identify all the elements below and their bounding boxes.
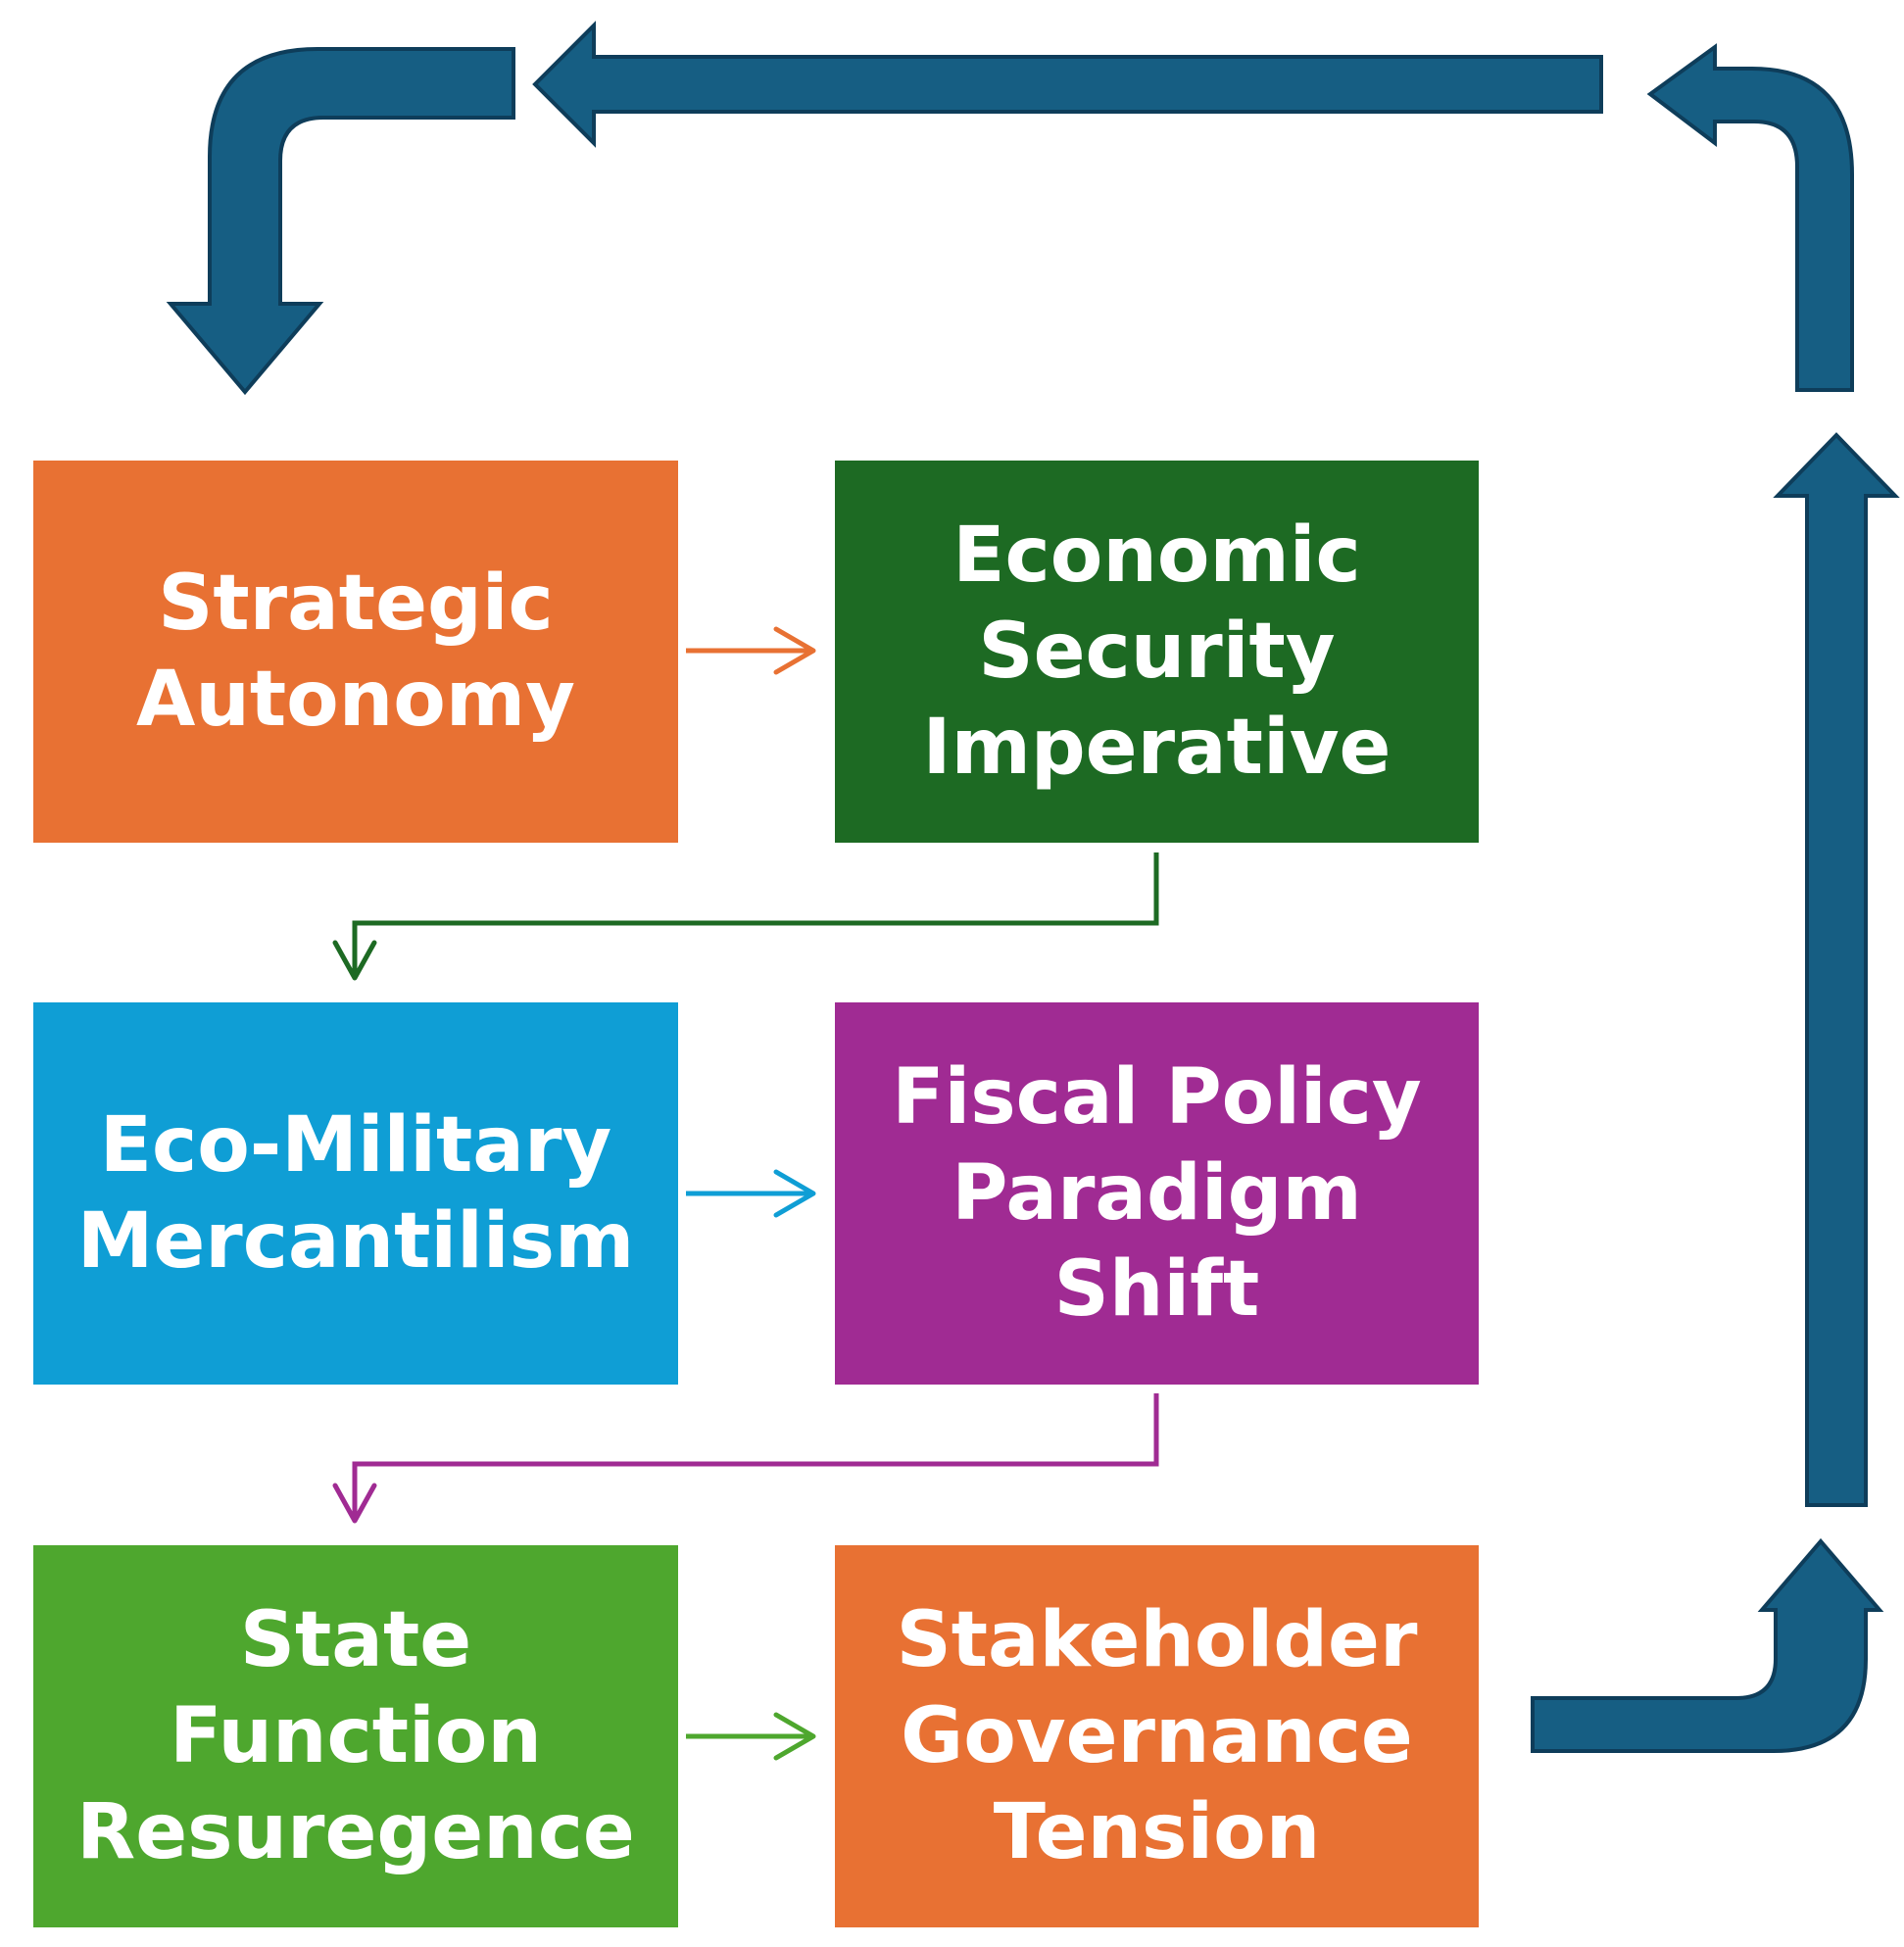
node-label-line: Tension bbox=[993, 1788, 1321, 1876]
node-label-line: Eco-Military bbox=[99, 1101, 612, 1190]
node-label-line: Paradigm bbox=[952, 1149, 1362, 1238]
node-state-function-resuregence: State Function Resuregence bbox=[33, 1545, 678, 1927]
feedback-arrow-up-long bbox=[1773, 432, 1900, 1507]
node-strategic-autonomy: Strategic Autonomy bbox=[33, 461, 678, 843]
node-label-line: Imperative bbox=[922, 704, 1391, 792]
feedback-loop-arrows bbox=[166, 21, 1900, 1753]
feedback-arrow-down-top-left bbox=[166, 47, 515, 396]
connector-fiscal-to-statefunction-head bbox=[332, 1483, 377, 1524]
node-label-line: Shift bbox=[1053, 1245, 1260, 1334]
node-economic-security-imperative: Economic Security Imperative bbox=[835, 461, 1479, 843]
connector-arrows bbox=[332, 626, 1159, 1761]
node-label-line: Governance bbox=[901, 1692, 1413, 1780]
connector-statefunction-to-stakeholder-head bbox=[773, 1712, 816, 1761]
feedback-arrow-left-long bbox=[532, 21, 1603, 148]
connector-economic-to-ecomilitary bbox=[352, 852, 1159, 974]
node-label-line: Strategic bbox=[158, 560, 554, 648]
node-label-line: State bbox=[239, 1596, 472, 1684]
node-label-line: Economic bbox=[952, 511, 1361, 600]
node-label-line: Resuregence bbox=[76, 1788, 635, 1876]
node-label-line: Fiscal Policy bbox=[892, 1053, 1422, 1142]
node-stakeholder-governance-tension: Stakeholder Governance Tension bbox=[835, 1545, 1479, 1927]
node-label-line: Function bbox=[170, 1692, 542, 1780]
feedback-arrow-up-bottom bbox=[1531, 1537, 1884, 1753]
connector-economic-to-ecomilitary-head bbox=[332, 940, 377, 981]
node-label-line: Autonomy bbox=[135, 656, 575, 744]
connector-ecomilitary-to-fiscal-head bbox=[773, 1169, 816, 1218]
node-label-line: Stakeholder bbox=[896, 1596, 1418, 1684]
feedback-arrow-top-right bbox=[1646, 43, 1854, 392]
connector-fiscal-to-statefunction bbox=[352, 1393, 1159, 1517]
node-fiscal-policy-paradigm-shift: Fiscal Policy Paradigm Shift bbox=[835, 1002, 1479, 1385]
connector-strategic-to-economic-head bbox=[773, 626, 816, 675]
node-label-line: Security bbox=[978, 608, 1336, 696]
node-eco-military-mercantilism: Eco-Military Mercantilism bbox=[33, 1002, 678, 1385]
node-label-line: Mercantilism bbox=[76, 1197, 635, 1286]
